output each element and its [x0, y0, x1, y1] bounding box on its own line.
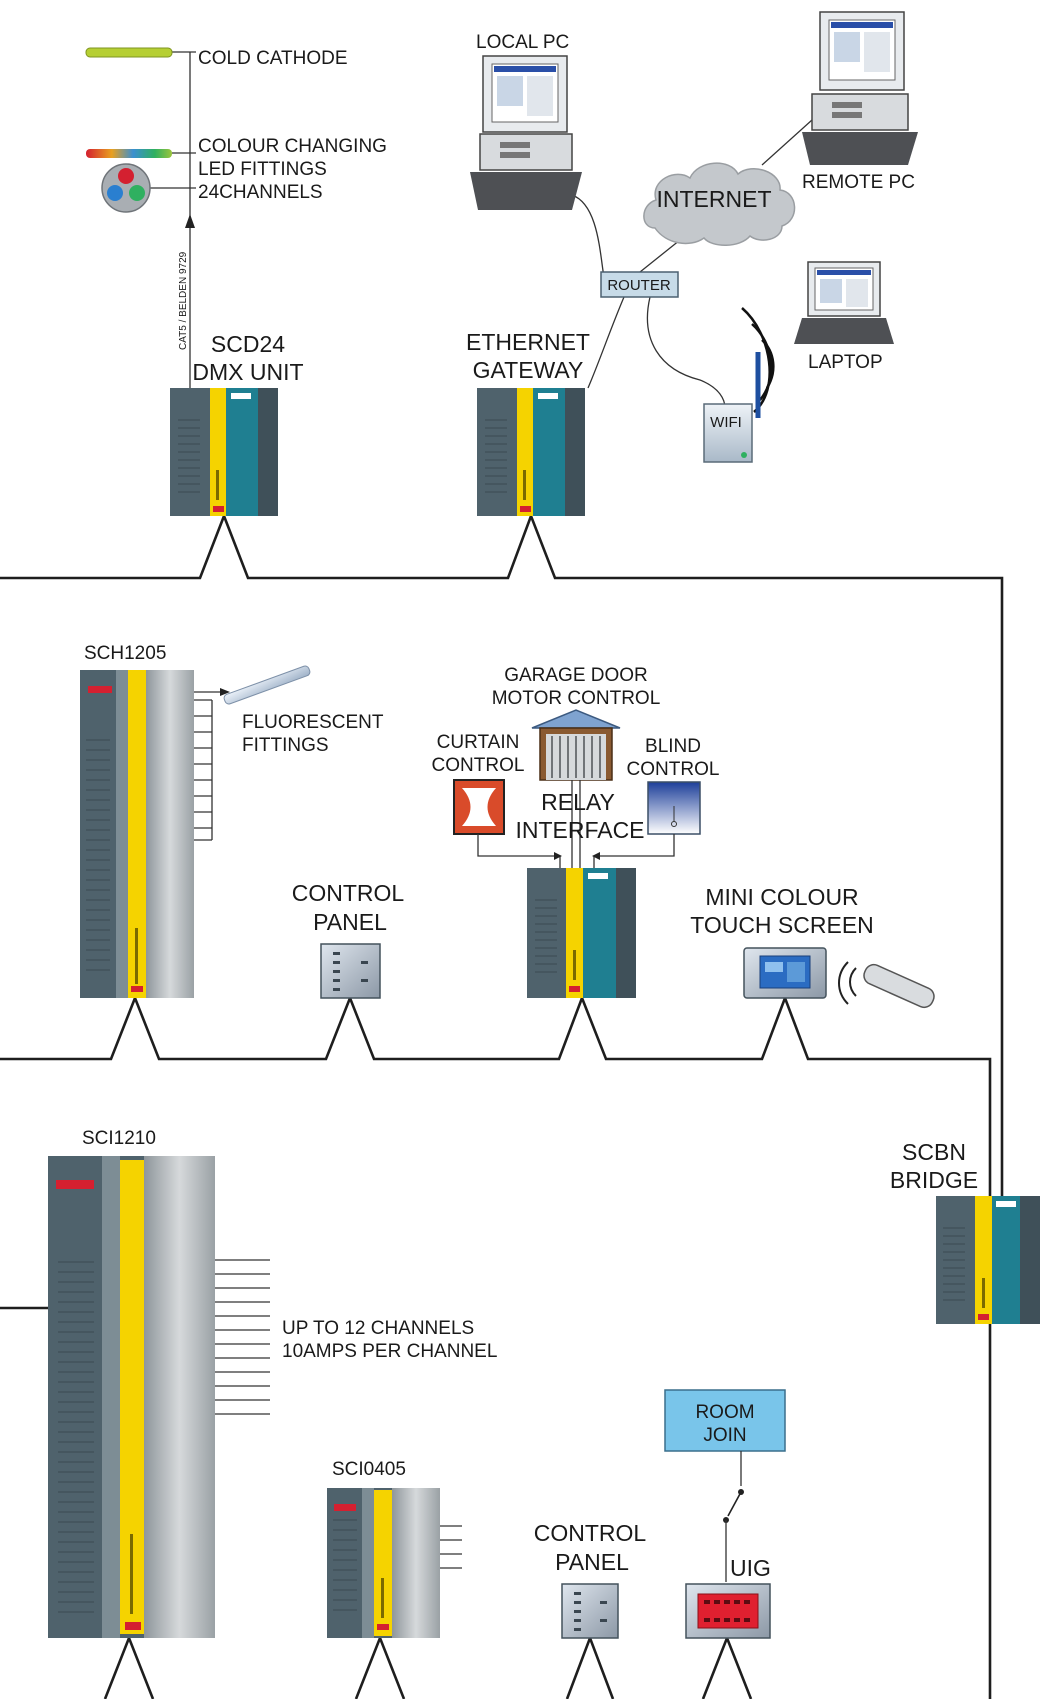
- control-panel-2-label-line1: CONTROL: [534, 1520, 647, 1546]
- room-join-label-line1: ROOM: [695, 1402, 754, 1423]
- router[interactable]: ROUTER: [600, 271, 679, 298]
- channel-outputs-group: UP TO 12 CHANNELS 10AMPS PER CHANNEL: [215, 1259, 497, 1415]
- room-join-switch[interactable]: ROOM JOIN: [664, 1389, 786, 1582]
- scd24-label-line2: DMX UNIT: [192, 359, 303, 385]
- uig-label: UIG: [730, 1555, 771, 1581]
- network-cabling: [571, 119, 813, 409]
- fluorescent-tube: [223, 665, 311, 705]
- curtain-control-label-line2: CONTROL: [432, 755, 525, 776]
- local-pc-label: LOCAL PC: [476, 32, 569, 53]
- led-fittings-label-line1: COLOUR CHANGING: [198, 136, 387, 157]
- wifi-label: WIFI: [710, 414, 742, 431]
- ethernet-gateway-label-line2: GATEWAY: [473, 357, 584, 383]
- wifi-access-point[interactable]: WIFI: [703, 307, 775, 463]
- led-fittings-label-line3: 24CHANNELS: [198, 182, 323, 203]
- garage-door-motor-control[interactable]: GARAGE DOOR MOTOR CONTROL: [492, 665, 661, 781]
- sci1210-unit[interactable]: SCI1210: [48, 1128, 215, 1638]
- cold-cathode-tube: [85, 47, 173, 58]
- garage-door-label-line2: MOTOR CONTROL: [492, 688, 661, 709]
- local-pc[interactable]: LOCAL PC: [470, 32, 582, 210]
- sci0405-unit[interactable]: SCI0405: [327, 1459, 462, 1638]
- control-panel-2-label-line2: PANEL: [555, 1549, 629, 1575]
- relay-interface-label-line2: INTERFACE: [515, 817, 644, 843]
- ethernet-gateway-label-line1: ETHERNET: [466, 329, 590, 355]
- laptop-label: LAPTOP: [808, 352, 883, 373]
- curtain-control[interactable]: CURTAIN CONTROL: [432, 732, 525, 835]
- blind-control-label-line2: CONTROL: [627, 759, 720, 780]
- remote-control-icon[interactable]: [838, 961, 937, 1010]
- rgb-led-fitting-icon: [101, 163, 151, 213]
- fluorescent-fittings-group: FLUORESCENT FITTINGS: [194, 665, 384, 841]
- sch1205-label: SCH1205: [84, 643, 166, 664]
- relay-wiring: [477, 780, 675, 868]
- internet-cloud[interactable]: INTERNET: [643, 162, 796, 246]
- led-fittings-label-line2: LED FITTINGS: [198, 159, 327, 180]
- dmx-fittings-group: COLD CATHODE COLOUR CHANGING LED FITTING…: [85, 47, 387, 388]
- arrow-up-icon: [185, 214, 195, 228]
- scbn-bridge-unit[interactable]: SCBN BRIDGE: [890, 1139, 1040, 1324]
- channels-label-line2: 10AMPS PER CHANNEL: [282, 1341, 497, 1362]
- scd24-label-line1: SCD24: [211, 331, 285, 357]
- laptop[interactable]: LAPTOP: [794, 261, 894, 373]
- channels-label-line1: UP TO 12 CHANNELS: [282, 1318, 474, 1339]
- touch-screen-label-line1: MINI COLOUR: [705, 884, 858, 910]
- control-panel[interactable]: CONTROL PANEL: [292, 880, 405, 999]
- cable-type-label: CAT5 / BELDEN 9729: [178, 251, 189, 350]
- blind-control-label-line1: BLIND: [645, 736, 701, 757]
- remote-pc-label: REMOTE PC: [802, 172, 915, 193]
- sci0405-label: SCI0405: [332, 1459, 406, 1480]
- control-panel-label-line2: PANEL: [313, 909, 387, 935]
- ethernet-gateway-unit[interactable]: ETHERNET GATEWAY: [466, 329, 590, 516]
- fluorescent-label-line2: FITTINGS: [242, 735, 329, 756]
- mini-colour-touch-screen[interactable]: MINI COLOUR TOUCH SCREEN: [690, 884, 874, 999]
- touch-screen-label-line2: TOUCH SCREEN: [690, 912, 874, 938]
- blind-control[interactable]: BLIND CONTROL: [627, 736, 720, 835]
- scbn-bridge-label-line2: BRIDGE: [890, 1167, 978, 1193]
- scd24-dmx-unit[interactable]: SCD24 DMX UNIT: [170, 331, 304, 516]
- garage-door-label-line1: GARAGE DOOR: [504, 665, 648, 686]
- sch1205-unit[interactable]: SCH1205: [80, 643, 194, 998]
- led-strip: [86, 149, 172, 158]
- scbn-bridge-label-line1: SCBN: [902, 1139, 966, 1165]
- router-label: ROUTER: [607, 277, 671, 294]
- fluorescent-label-line1: FLUORESCENT: [242, 712, 384, 733]
- curtain-control-label-line1: CURTAIN: [437, 732, 520, 753]
- relay-interface-unit[interactable]: RELAY INTERFACE: [515, 789, 645, 998]
- relay-interface-label-line1: RELAY: [541, 789, 615, 815]
- control-panel-label-line1: CONTROL: [292, 880, 405, 906]
- uig-unit[interactable]: UIG: [685, 1555, 771, 1639]
- control-panel-2[interactable]: CONTROL PANEL: [534, 1520, 647, 1639]
- remote-pc[interactable]: REMOTE PC: [802, 11, 918, 193]
- sci1210-label: SCI1210: [82, 1128, 156, 1149]
- room-join-label-line2: JOIN: [703, 1425, 746, 1446]
- status-led-icon: [741, 452, 747, 458]
- internet-label: INTERNET: [657, 186, 772, 212]
- cold-cathode-label: COLD CATHODE: [198, 48, 348, 69]
